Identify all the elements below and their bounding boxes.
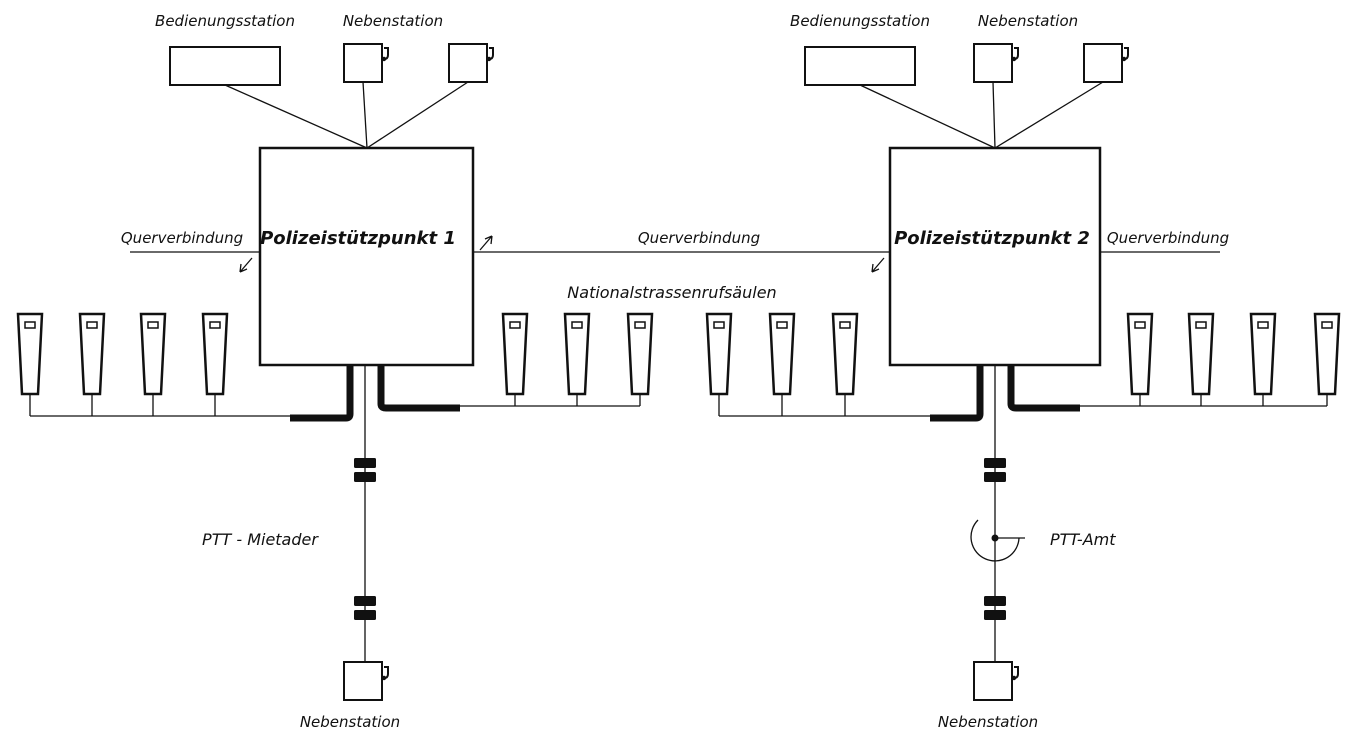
extension-station-2a: [973, 43, 1013, 83]
feeder-cable: [377, 365, 460, 412]
extension-station-bottom-2: [973, 661, 1013, 701]
callbox: [768, 312, 796, 396]
callbox: [563, 312, 591, 396]
arrow-icon: [479, 235, 493, 251]
callbox: [831, 312, 859, 396]
label-extension-station-top-1: Nebenstation: [343, 12, 443, 30]
feeder-cable: [930, 365, 984, 422]
extension-station-1a: [343, 43, 383, 83]
police-base-2: [888, 146, 1102, 367]
label-extension-station-bottom-1: Nebenstation: [300, 713, 400, 731]
label-exchange: PTT-Amt: [1050, 530, 1116, 549]
extension-station-2b: [1083, 43, 1123, 83]
label-police-base-1: Polizeistützpunkt 1: [260, 228, 456, 249]
operator-station-2: [804, 46, 916, 86]
label-leased-line: PTT - Mietader: [202, 530, 319, 549]
arrow-icon: [239, 257, 253, 273]
label-operator-station-1: Bedienungsstation: [155, 12, 295, 30]
callbox: [1187, 312, 1215, 396]
extension-station-1b: [448, 43, 488, 83]
arrow-icon: [871, 257, 885, 273]
label-cross-connection-right: Querverbindung: [1107, 229, 1229, 247]
callbox: [201, 312, 229, 396]
callbox: [501, 312, 529, 396]
label-cross-connection-left: Querverbindung: [121, 229, 243, 247]
extension-station-bottom-1: [343, 661, 383, 701]
callbox: [626, 312, 654, 396]
feeder-cable: [1007, 365, 1080, 412]
callbox: [139, 312, 167, 396]
label-extension-station-bottom-2: Nebenstation: [938, 713, 1038, 731]
callbox: [1249, 312, 1277, 396]
label-operator-station-2: Bedienungsstation: [790, 12, 930, 30]
callbox: [78, 312, 106, 396]
operator-station-1: [169, 46, 281, 86]
feeder-cable: [290, 365, 354, 422]
exchange-symbol: [970, 519, 1020, 562]
label-extension-station-top-2: Nebenstation: [978, 12, 1078, 30]
callbox: [705, 312, 733, 396]
label-callboxes: Nationalstrassenrufsäulen: [567, 283, 776, 302]
callbox: [1126, 312, 1154, 396]
police-base-1: [258, 146, 475, 367]
callbox: [16, 312, 44, 396]
callbox: [1313, 312, 1341, 396]
label-police-base-2: Polizeistützpunkt 2: [894, 228, 1090, 249]
label-cross-connection-center: Querverbindung: [638, 229, 760, 247]
